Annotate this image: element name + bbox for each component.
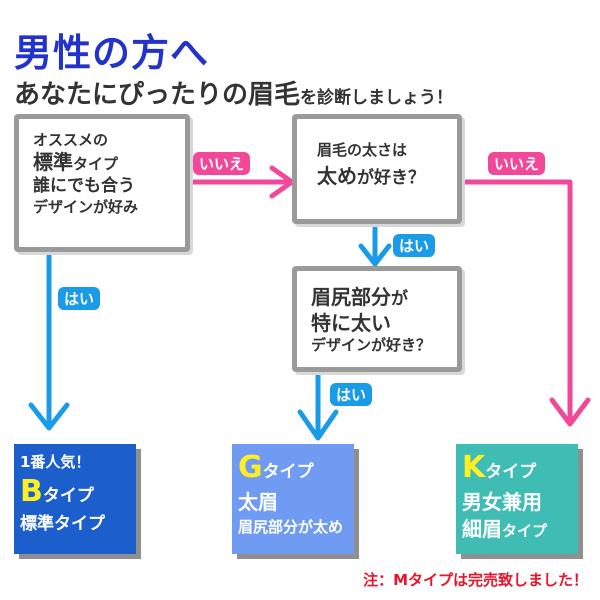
- label-q3-yes: はい: [330, 383, 373, 406]
- result-b-line2: タイプ: [42, 486, 94, 507]
- result-k-line3a: 細眉: [462, 516, 502, 541]
- label-q1-yes: はい: [58, 287, 101, 310]
- q1-line2b: タイプ: [73, 155, 119, 174]
- page-title: 男性の方へ: [14, 31, 210, 75]
- q1-line1: オススメの: [33, 131, 109, 149]
- result-g-line3b: が太め: [298, 517, 344, 536]
- subtitle-main-1: あなたにぴったりの: [14, 80, 249, 110]
- result-g-line1: タイプ: [262, 462, 314, 482]
- subtitle-small: を診断しましょう！: [300, 88, 454, 108]
- q1-line4: デザインが好み: [33, 197, 139, 216]
- result-g-letter: G: [238, 450, 263, 485]
- arrow-q2-no: [459, 179, 591, 427]
- result-k-line3b: タイプ: [502, 521, 548, 540]
- label-q2-no: いいえ: [488, 152, 546, 175]
- q3-line3: デザインが好き？: [311, 336, 432, 355]
- question-box-3: 眉尻部分が 特に太い デザインが好き？: [292, 266, 462, 372]
- result-k-line2: 男女兼用: [462, 489, 542, 514]
- q1-line3: 誰にでも合う: [33, 175, 135, 196]
- result-g-line2: 太眉: [238, 489, 278, 514]
- question-box-1: オススメの 標準タイプ 誰にでも合う デザインが好み: [14, 114, 190, 252]
- page-subtitle: あなたにぴったりの眉毛を診断しましょう！: [14, 74, 453, 111]
- arrow-q2-yes: [358, 223, 392, 267]
- result-box-b: 1番人気！ Bタイプ 標準タイプ: [14, 444, 136, 554]
- q3-line1b: が: [391, 289, 408, 309]
- sold-out-note: 注：Mタイプは完売致しました！: [363, 571, 588, 589]
- label-q2-yes: はい: [393, 234, 436, 257]
- arrow-q3-yes: [297, 369, 339, 441]
- result-b-letter: B: [20, 474, 43, 510]
- result-b-line3: 標準タイプ: [20, 513, 105, 534]
- question-box-2: 眉毛の太さは 太めが好き？: [292, 114, 462, 224]
- q1-line2a: 標準: [33, 150, 73, 175]
- q2-line1: 眉毛の太さは: [317, 141, 408, 159]
- label-q1-no: いいえ: [193, 152, 251, 175]
- q3-line2: 特に太い: [311, 310, 391, 335]
- q3-line1a: 眉尻部分: [311, 285, 391, 309]
- result-box-k: Kタイプ 男女兼用 細眉タイプ: [456, 444, 578, 554]
- q2-line2a: 太め: [317, 164, 357, 189]
- q2-line2b: が好き？: [357, 168, 425, 189]
- result-b-line1: 1番人気！: [20, 453, 91, 471]
- result-k-line1: タイプ: [485, 462, 537, 482]
- result-k-letter: K: [462, 450, 486, 485]
- result-g-line3a: 眉尻部分: [238, 517, 299, 536]
- result-box-g: Gタイプ 太眉 眉尻部分が太め: [232, 444, 354, 554]
- subtitle-main-2: 眉毛: [248, 80, 301, 110]
- arrow-q1-yes: [28, 249, 70, 431]
